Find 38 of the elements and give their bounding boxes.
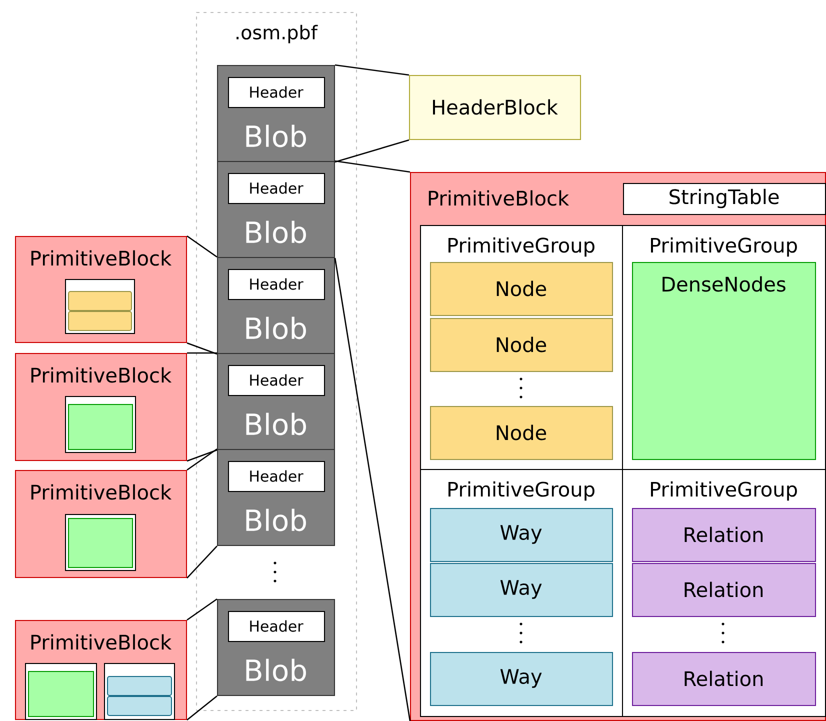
header-box: Header [228,77,325,108]
mini-dense-box [68,404,133,450]
header-box: Header [228,461,325,492]
relation-box: Relation [632,652,816,706]
zoom-line [186,598,218,621]
zoom-line [334,258,411,721]
mini-node-bar [68,311,132,331]
header-block-box: HeaderBlock [409,75,581,140]
zoom-line [334,160,410,173]
header-box: Header [228,269,325,300]
relation-box: Relation [632,563,816,617]
header-box: Header [228,365,325,396]
node-box: Node [430,318,613,372]
mini-way-bar [107,676,172,696]
dense-nodes-box: DenseNodes [632,262,816,460]
mini-node-bar [68,291,132,311]
mini-way-bar [107,696,172,716]
node-label: PrimitiveGroup [650,481,797,501]
header-box: Header [228,173,325,204]
way-box: Way [430,563,613,617]
zoom-line [186,449,218,462]
way-box: Way [430,652,613,706]
zoom-line [186,342,218,355]
zoom-line [186,448,218,471]
zoom-line [186,235,218,258]
node-box: Node [430,262,613,316]
zoom-line [186,546,218,578]
header-box: Header [228,611,325,642]
zoom-line [187,352,217,354]
zoom-line [186,696,218,721]
mini-dense-box [28,671,94,717]
node-box: Node [430,406,613,460]
string-table-box: StringTable [623,183,826,215]
node-label: PrimitiveGroup [650,237,797,257]
way-box: Way [430,508,613,562]
relation-box: Relation [632,508,816,562]
zoom-line [334,139,410,163]
zoom-line [334,64,410,76]
